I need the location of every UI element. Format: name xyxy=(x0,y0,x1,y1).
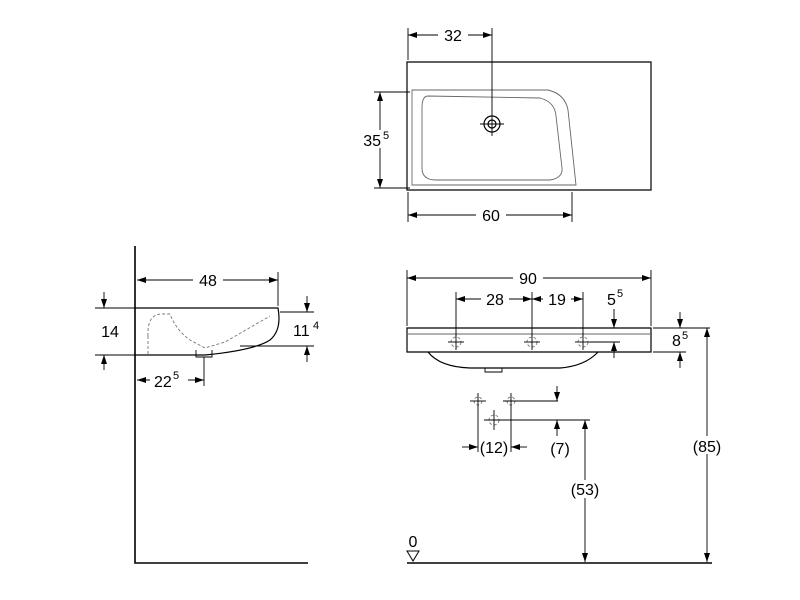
side-view-drain xyxy=(195,350,213,358)
dim-bowl-width: 60 xyxy=(482,208,500,225)
dim-front-holes-b: 19 xyxy=(548,292,566,309)
dim-depth-sup: 5 xyxy=(383,130,389,142)
front-view-countertop xyxy=(406,327,652,353)
floor-level-label: 0 xyxy=(409,534,418,551)
front-view: 90 28 19 5 5 8 5 (85) xyxy=(406,268,724,562)
supply-valve-left xyxy=(470,393,486,409)
front-view-bowl xyxy=(427,351,599,369)
side-view: 48 14 11 4 22 5 xyxy=(95,246,319,564)
dim-install-spacing: (12) xyxy=(480,440,508,457)
dim-side-depth: 48 xyxy=(199,273,217,290)
dim-side-height-right-sup: 4 xyxy=(313,320,319,332)
dim-front-rim-top-height: (85) xyxy=(693,439,721,456)
front-tap-hole-left xyxy=(448,334,464,350)
front-view-drain xyxy=(484,368,503,373)
dim-front-edge-main: 5 xyxy=(607,292,616,309)
top-view-basin-rim xyxy=(411,89,577,186)
dim-front-rim-sup: 5 xyxy=(682,330,688,342)
dim-front-rim-main: 8 xyxy=(672,333,681,350)
install-view: (7) (12) (53) 0 xyxy=(406,386,712,564)
dim-side-drain-main: 22 xyxy=(154,374,172,391)
dim-front-holes-a: 28 xyxy=(486,292,504,309)
top-view: 32 35 5 60 xyxy=(363,26,652,225)
dim-install-supply-height: (53) xyxy=(571,482,599,499)
dim-tap-offset: 32 xyxy=(444,28,462,45)
dim-side-height-right-main: 11 xyxy=(293,323,310,340)
side-view-basin xyxy=(135,307,280,356)
dim-side-drain-sup: 5 xyxy=(173,370,179,382)
dim-front-width: 90 xyxy=(519,271,537,288)
floor-level-marker xyxy=(406,550,420,562)
drain-connection xyxy=(484,410,590,430)
top-view-outline xyxy=(406,61,652,191)
front-tap-hole-right xyxy=(575,334,591,350)
dim-depth-main: 35 xyxy=(363,133,381,150)
supply-valve-right xyxy=(503,393,558,409)
dim-side-height-left: 14 xyxy=(101,324,119,341)
top-view-bowl xyxy=(421,95,563,181)
side-view-bowl xyxy=(147,313,271,349)
dim-install-offset: (7) xyxy=(550,441,570,458)
dim-front-edge-sup: 5 xyxy=(617,288,623,300)
front-tap-hole-center xyxy=(524,334,540,350)
wall-and-floor xyxy=(134,246,308,564)
